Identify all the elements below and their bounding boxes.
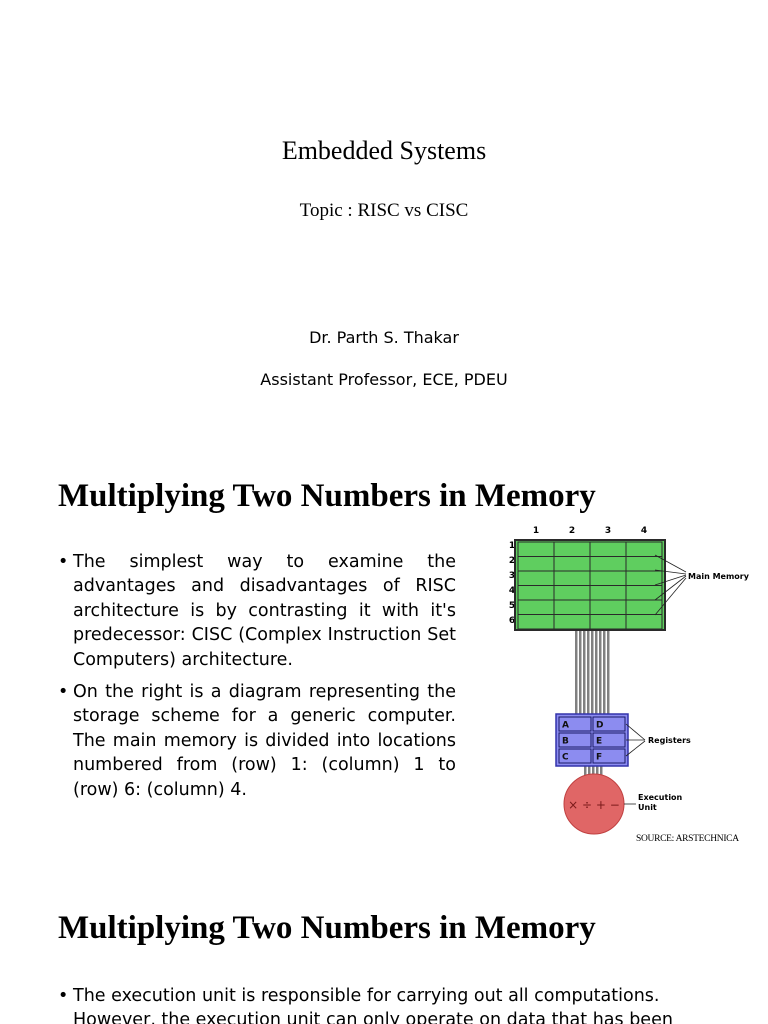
- memory-cell: [589, 570, 627, 586]
- register-label: A: [562, 721, 569, 731]
- register-bank: A D B E C F: [555, 713, 629, 767]
- memory-cell: [517, 556, 555, 572]
- memory-cell: [517, 570, 555, 586]
- column-label: 4: [641, 526, 647, 536]
- register-bus: [584, 758, 603, 778]
- memory-cell: [517, 585, 555, 601]
- row-label: 6: [509, 616, 515, 626]
- memory-cell: [625, 570, 663, 586]
- row-label: 3: [509, 571, 515, 581]
- bullet-text: However, the execution unit can only ope…: [73, 1010, 673, 1024]
- row-label: 1: [509, 541, 515, 551]
- register-label: C: [562, 753, 569, 763]
- main-memory-label: Main Memory: [688, 572, 750, 581]
- memory-cell: [553, 599, 591, 615]
- main-memory-callout: [654, 554, 687, 616]
- bus-line: [579, 628, 582, 728]
- memory-cell: [625, 614, 663, 630]
- execution-label: Execution: [638, 793, 683, 802]
- bullet-item: On the right is a diagram representing t…: [58, 680, 456, 802]
- memory-cell: [589, 585, 627, 601]
- registers-callout: [625, 723, 646, 757]
- presentation-title: Embedded Systems: [281, 136, 487, 165]
- storage-scheme-diagram: 1 2 3 4 1 2 3 4 5 6 Main Memory A D B E C F R…: [509, 526, 750, 835]
- bus-line: [583, 628, 586, 728]
- bus-line: [607, 628, 610, 728]
- memory-cell: [517, 599, 555, 615]
- register-cell: [558, 748, 592, 764]
- memory-cell: [589, 556, 627, 572]
- memory-bus: [575, 628, 610, 728]
- memory-cell: [553, 556, 591, 572]
- memory-cell: [625, 541, 663, 557]
- memory-cell: [625, 556, 663, 572]
- register-label: B: [562, 737, 569, 747]
- memory-cell: [553, 585, 591, 601]
- execution-slide: Multiplying Two Numbers in Memory The ex…: [0, 864, 768, 1024]
- column-label: 3: [605, 526, 611, 536]
- main-memory-grid: [514, 539, 666, 631]
- memory-cell: [553, 614, 591, 630]
- register-cell: [592, 732, 626, 748]
- bullet-item: The execution unit is responsible for ca…: [58, 984, 718, 1024]
- memory-cell: [517, 541, 555, 557]
- bus-line: [588, 758, 591, 778]
- bullet-text: The execution unit is responsible for ca…: [73, 986, 660, 1006]
- bus-line: [596, 758, 599, 778]
- bus-line: [587, 628, 590, 728]
- memory-cell: [589, 541, 627, 557]
- register-cell: [558, 732, 592, 748]
- slide-heading: Multiplying Two Numbers in Memory: [58, 478, 596, 514]
- bus-line: [592, 758, 595, 778]
- register-label: D: [596, 721, 603, 731]
- memory-cell: [589, 599, 627, 615]
- register-cell: [558, 716, 592, 732]
- bus-line: [591, 628, 594, 728]
- register-label: E: [596, 737, 602, 747]
- title-slide: Embedded Systems Topic : RISC vs CISC Dr…: [0, 0, 768, 432]
- row-label: 2: [509, 556, 515, 566]
- register-cell: [592, 716, 626, 732]
- bus-line: [595, 628, 598, 728]
- bus-line: [603, 628, 606, 728]
- bus-line: [584, 758, 587, 778]
- memory-slide: Multiplying Two Numbers in Memory The si…: [0, 432, 768, 864]
- registers-label: Registers: [648, 736, 691, 745]
- author-affiliation: Assistant Professor, ECE, PDEU: [260, 370, 508, 389]
- column-label: 1: [533, 526, 539, 536]
- bus-line: [575, 628, 578, 728]
- bullet-item: The simplest way to examine the advantag…: [58, 550, 456, 672]
- presentation-subtitle: Topic : RISC vs CISC: [299, 200, 469, 221]
- slide-heading: Multiplying Two Numbers in Memory: [58, 910, 596, 946]
- memory-cell: [553, 570, 591, 586]
- author-name: Dr. Parth S. Thakar: [309, 328, 459, 347]
- row-label: 4: [509, 586, 515, 596]
- memory-cell: [553, 541, 591, 557]
- row-label: 5: [509, 601, 515, 611]
- register-label: F: [596, 753, 602, 763]
- image-source-credit: SOURCE: ARSTECHNICA: [636, 834, 739, 844]
- bullet-list: The simplest way to examine the advantag…: [58, 550, 456, 810]
- memory-cell: [625, 599, 663, 615]
- column-label: 2: [569, 526, 575, 536]
- register-cell: [592, 748, 626, 764]
- memory-cell: [589, 614, 627, 630]
- bus-line: [599, 628, 602, 728]
- execution-unit-symbols: × ÷ + −: [568, 798, 620, 812]
- memory-cell: [517, 614, 555, 630]
- memory-cell: [625, 585, 663, 601]
- bullet-list: The execution unit is responsible for ca…: [58, 984, 718, 1024]
- bus-line: [600, 758, 603, 778]
- execution-label: Unit: [638, 803, 657, 812]
